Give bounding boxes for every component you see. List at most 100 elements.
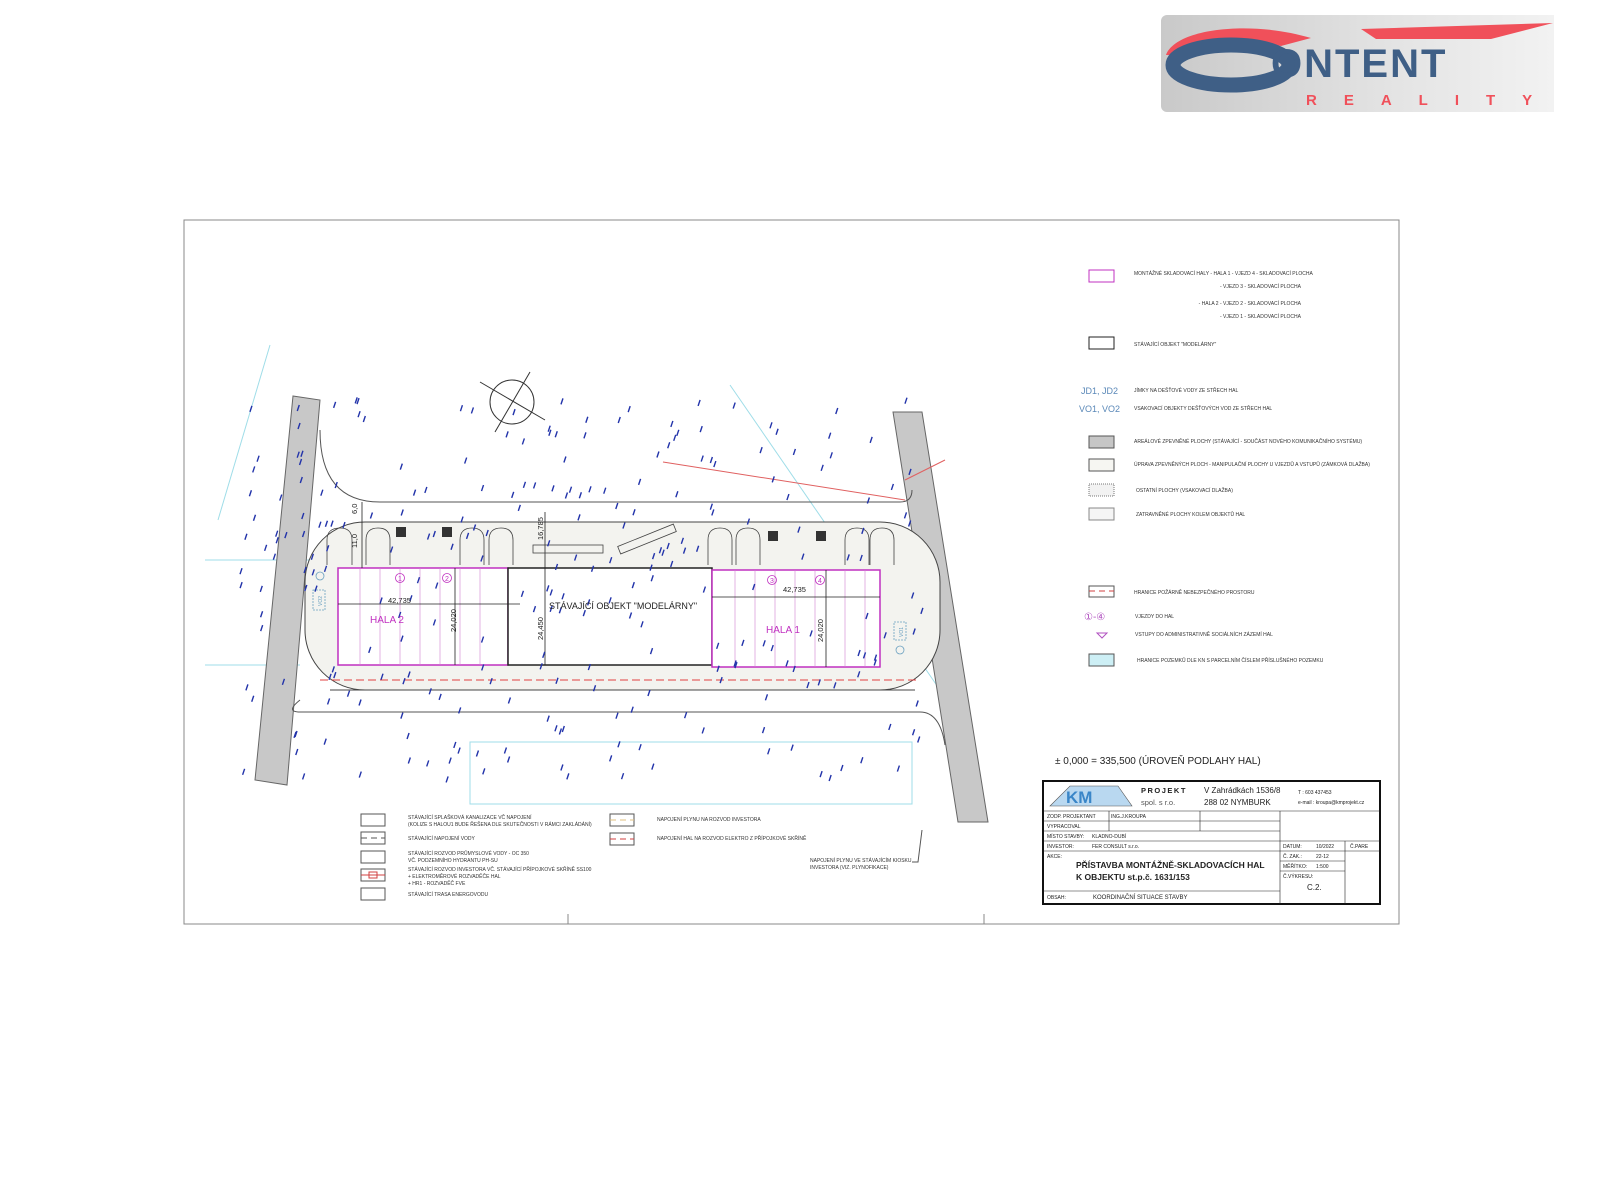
tree-mark bbox=[715, 642, 720, 650]
tree-mark bbox=[259, 624, 264, 632]
tree-mark bbox=[463, 457, 468, 464]
dim-hala1-width: 24,020 bbox=[816, 619, 825, 642]
tree-mark bbox=[573, 554, 578, 561]
tree-mark bbox=[482, 768, 486, 775]
tree-mark bbox=[917, 736, 921, 743]
tree-mark bbox=[555, 677, 559, 684]
tree-mark bbox=[281, 678, 286, 686]
tree-mark bbox=[532, 605, 537, 613]
tree-mark bbox=[296, 451, 300, 458]
logo-swoosh-red bbox=[1166, 28, 1311, 55]
tree-mark bbox=[252, 466, 256, 473]
tree-mark bbox=[912, 628, 916, 635]
tree-mark bbox=[617, 416, 621, 424]
tree-mark bbox=[311, 569, 315, 576]
tree-mark bbox=[716, 665, 720, 672]
hala-2 bbox=[337, 567, 509, 666]
tree-mark bbox=[857, 649, 861, 657]
svg-text:JD1, JD2: JD1, JD2 bbox=[1081, 386, 1118, 396]
svg-text:K OBJEKTU st.p.č. 1631/153: K OBJEKTU st.p.č. 1631/153 bbox=[1076, 872, 1190, 882]
svg-text:10/2022: 10/2022 bbox=[1316, 844, 1334, 850]
tree-mark bbox=[314, 585, 318, 592]
tree-mark bbox=[465, 532, 470, 540]
tree-mark bbox=[245, 684, 249, 691]
svg-text:JÍMKY NA DEŠŤOVÉ VODY ZE STŘEC: JÍMKY NA DEŠŤOVÉ VODY ZE STŘECH HAL bbox=[1134, 386, 1239, 394]
tree-mark bbox=[459, 404, 464, 412]
tree-mark bbox=[761, 726, 766, 734]
svg-text:PŘÍSTAVBA MONTÁŽNĚ-SKLADOVACÍC: PŘÍSTAVBA MONTÁŽNĚ-SKLADOVACÍCH HAL bbox=[1076, 859, 1265, 870]
tree-mark bbox=[481, 664, 485, 671]
tree-mark bbox=[568, 486, 573, 493]
tree-mark bbox=[542, 651, 546, 659]
tree-mark bbox=[915, 700, 919, 707]
tree-mark bbox=[713, 460, 717, 468]
svg-text:T : 603 437453: T : 603 437453 bbox=[1298, 790, 1332, 796]
tree-mark bbox=[380, 673, 384, 680]
svg-text:- VJEZD 1 - SKLADOVACÍ PLOCHA: - VJEZD 1 - SKLADOVACÍ PLOCHA bbox=[1220, 313, 1302, 320]
svg-text:VO1, VO2: VO1, VO2 bbox=[1079, 404, 1120, 414]
svg-text:KLADNO-DUBÍ: KLADNO-DUBÍ bbox=[1092, 833, 1127, 840]
tree-mark bbox=[358, 699, 362, 706]
tree-mark bbox=[546, 715, 550, 722]
tree-mark bbox=[785, 660, 789, 667]
tree-mark bbox=[453, 741, 457, 749]
tree-mark bbox=[521, 438, 526, 445]
tree-mark bbox=[651, 552, 656, 560]
tree-mark bbox=[300, 450, 304, 457]
tree-mark bbox=[647, 689, 651, 697]
tree-mark bbox=[279, 494, 283, 501]
tree-mark bbox=[506, 756, 511, 763]
svg-text:STÁVAJÍCÍ NAPOJENÍ VODY: STÁVAJÍCÍ NAPOJENÍ VODY bbox=[408, 835, 476, 842]
tree-mark bbox=[458, 707, 462, 714]
tree-mark bbox=[631, 581, 635, 589]
tree-mark bbox=[866, 497, 871, 504]
tree-mark bbox=[298, 458, 303, 466]
tree-mark bbox=[489, 677, 493, 685]
tree-mark bbox=[310, 553, 315, 560]
tree-mark bbox=[470, 407, 475, 414]
tree-mark bbox=[334, 481, 338, 489]
tree-mark bbox=[239, 581, 243, 589]
tree-mark bbox=[239, 567, 243, 575]
tree-mark bbox=[251, 695, 255, 702]
title-block: KM PROJEKT spol. s r.o. V Zahrádkách 153… bbox=[1042, 780, 1381, 905]
tree-mark bbox=[416, 576, 421, 584]
existing-building-label: STÁVAJÍCÍ OBJEKT "MODELÁRNY" bbox=[549, 601, 697, 611]
tree-mark bbox=[522, 481, 527, 489]
elevation-note: ± 0,000 = 335,500 (ÚROVEŇ PODLAHY HAL) bbox=[1055, 754, 1261, 767]
tree-mark bbox=[620, 772, 625, 780]
tree-mark bbox=[817, 679, 821, 686]
logo-sub: REALITY bbox=[1306, 92, 1554, 109]
tree-mark bbox=[263, 544, 268, 552]
tree-mark bbox=[333, 671, 337, 679]
svg-text:DATUM:: DATUM: bbox=[1283, 844, 1302, 850]
tree-mark bbox=[318, 521, 322, 528]
dim-road-b: 11,0 bbox=[350, 534, 359, 548]
svg-text:INVESTORA (VIZ. PLYNOFIKACE): INVESTORA (VIZ. PLYNOFIKACE) bbox=[810, 865, 889, 871]
tree-mark bbox=[670, 420, 674, 428]
tree-mark bbox=[547, 540, 551, 547]
svg-text:INVESTOR:: INVESTOR: bbox=[1047, 844, 1074, 850]
hala-2-label: HALA 2 bbox=[370, 615, 404, 626]
tree-mark bbox=[330, 520, 334, 527]
tree-mark bbox=[511, 491, 515, 499]
tree-mark bbox=[295, 748, 299, 756]
tree-mark bbox=[342, 521, 346, 529]
tree-mark bbox=[293, 731, 297, 739]
tree-mark bbox=[627, 405, 631, 413]
tree-mark bbox=[709, 503, 713, 510]
tree-mark bbox=[903, 512, 908, 519]
tree-mark bbox=[560, 398, 564, 405]
entrance-4: 4 bbox=[818, 578, 822, 585]
dim-hala1-length: 42,735 bbox=[783, 585, 806, 594]
tree-mark bbox=[873, 659, 877, 666]
tree-mark bbox=[865, 612, 869, 620]
svg-text:MONTÁŽNÉ SKLADOVACÍ HALY - HAL: MONTÁŽNÉ SKLADOVACÍ HALY - HALA 1 - VJEZ… bbox=[1134, 269, 1314, 277]
svg-text:NAPOJENÍ HAL NA ROZVOD ELEKTRO: NAPOJENÍ HAL NA ROZVOD ELEKTRO Z PŘÍPOJK… bbox=[657, 834, 807, 842]
tree-mark bbox=[399, 463, 403, 470]
tree-mark bbox=[480, 484, 485, 492]
svg-text:AREÁLOVÉ ZPEVNĚNÉ PLOCHY (STÁV: AREÁLOVÉ ZPEVNĚNÉ PLOCHY (STÁVAJÍCÍ - SO… bbox=[1134, 437, 1362, 445]
tree-mark bbox=[301, 530, 306, 538]
svg-text:1:500: 1:500 bbox=[1316, 864, 1329, 870]
tree-mark bbox=[701, 727, 705, 734]
